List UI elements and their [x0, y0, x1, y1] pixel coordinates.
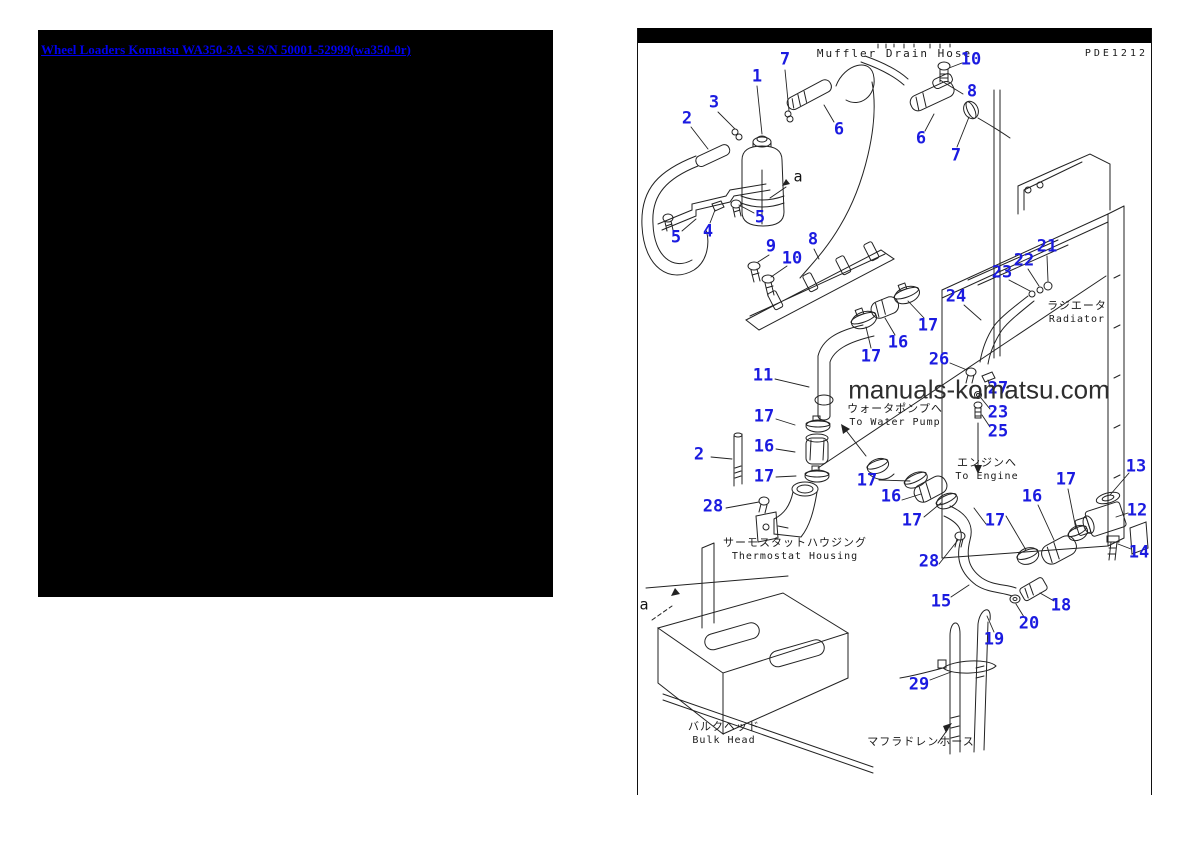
blackout-panel [38, 30, 553, 597]
part-callout-9-12: 9 [765, 236, 777, 257]
part-callout-17-34: 17 [901, 510, 923, 531]
part-callout-7-1: 7 [779, 49, 791, 70]
part-callout-26-23: 26 [928, 349, 950, 370]
part-callout-10-5: 10 [960, 49, 982, 70]
part-callout-19-45: 19 [983, 629, 1005, 650]
part-callout-15-42: 15 [930, 591, 952, 612]
part-callout-22-16: 22 [1013, 250, 1035, 271]
part-callout-23-17: 23 [991, 262, 1013, 283]
part-callout-8-6: 8 [966, 81, 978, 102]
part-callout-10-13: 10 [781, 248, 803, 269]
diagram-label: マフラドレンホース [867, 735, 975, 748]
part-callout-17-21: 17 [917, 315, 939, 336]
part-callout-14-40: 14 [1128, 542, 1150, 563]
part-callout-17-19: 17 [860, 346, 882, 367]
part-callout-17-32: 17 [856, 470, 878, 491]
part-callout-17-35: 17 [984, 510, 1006, 531]
part-callout-5-9: 5 [670, 227, 682, 248]
diagram-title: Muffler Drain Hose [816, 47, 973, 60]
part-callout-16-28: 16 [753, 436, 775, 457]
watermark: manuals-komatsu.com [848, 374, 1110, 405]
breadcrumb-link[interactable]: Wheel Loaders Komatsu WA350-3A-S S/N 500… [41, 42, 411, 57]
part-callout-20-44: 20 [1018, 613, 1040, 634]
part-callout-16-36: 16 [1021, 486, 1043, 507]
part-callout-16-33: 16 [880, 486, 902, 507]
part-callout-12-39: 12 [1126, 500, 1148, 521]
part-callout-2-29: 2 [693, 444, 705, 465]
part-callout-28-41: 28 [918, 551, 940, 572]
part-callout-6-4: 6 [833, 119, 845, 140]
part-callout-27-24: 27 [987, 378, 1009, 399]
section-marker-1: a [639, 595, 649, 614]
part-callout-11-22: 11 [752, 365, 774, 386]
part-callout-8-14: 8 [807, 229, 819, 250]
part-callout-2-3: 2 [681, 108, 693, 129]
drawing-code: PDE1212 [1084, 48, 1148, 59]
part-callout-17-37: 17 [1055, 469, 1077, 490]
part-callout-25-26: 25 [987, 421, 1009, 442]
part-callout-5-11: 5 [754, 207, 766, 228]
part-callout-3-2: 3 [708, 92, 720, 113]
diagram-line-art [641, 43, 1149, 774]
part-callout-4-10: 4 [702, 221, 714, 242]
diagram-top-bar [638, 28, 1151, 43]
part-callout-21-15: 21 [1036, 236, 1058, 257]
parts-diagram: Muffler Drain Hose PDE1212 [637, 28, 1152, 795]
part-callout-23-25: 23 [987, 402, 1009, 423]
part-callout-29-46: 29 [908, 674, 930, 695]
part-callout-6-7: 6 [915, 128, 927, 149]
part-callout-28-31: 28 [702, 496, 724, 517]
part-callout-18-43: 18 [1050, 595, 1072, 616]
part-callout-24-18: 24 [945, 286, 967, 307]
part-callout-17-27: 17 [753, 406, 775, 427]
part-callout-7-8: 7 [950, 145, 962, 166]
part-callout-13-38: 13 [1125, 456, 1147, 477]
part-callout-17-30: 17 [753, 466, 775, 487]
part-callout-16-20: 16 [887, 332, 909, 353]
section-marker-0: a [793, 167, 803, 186]
part-callout-1-0: 1 [751, 66, 763, 87]
